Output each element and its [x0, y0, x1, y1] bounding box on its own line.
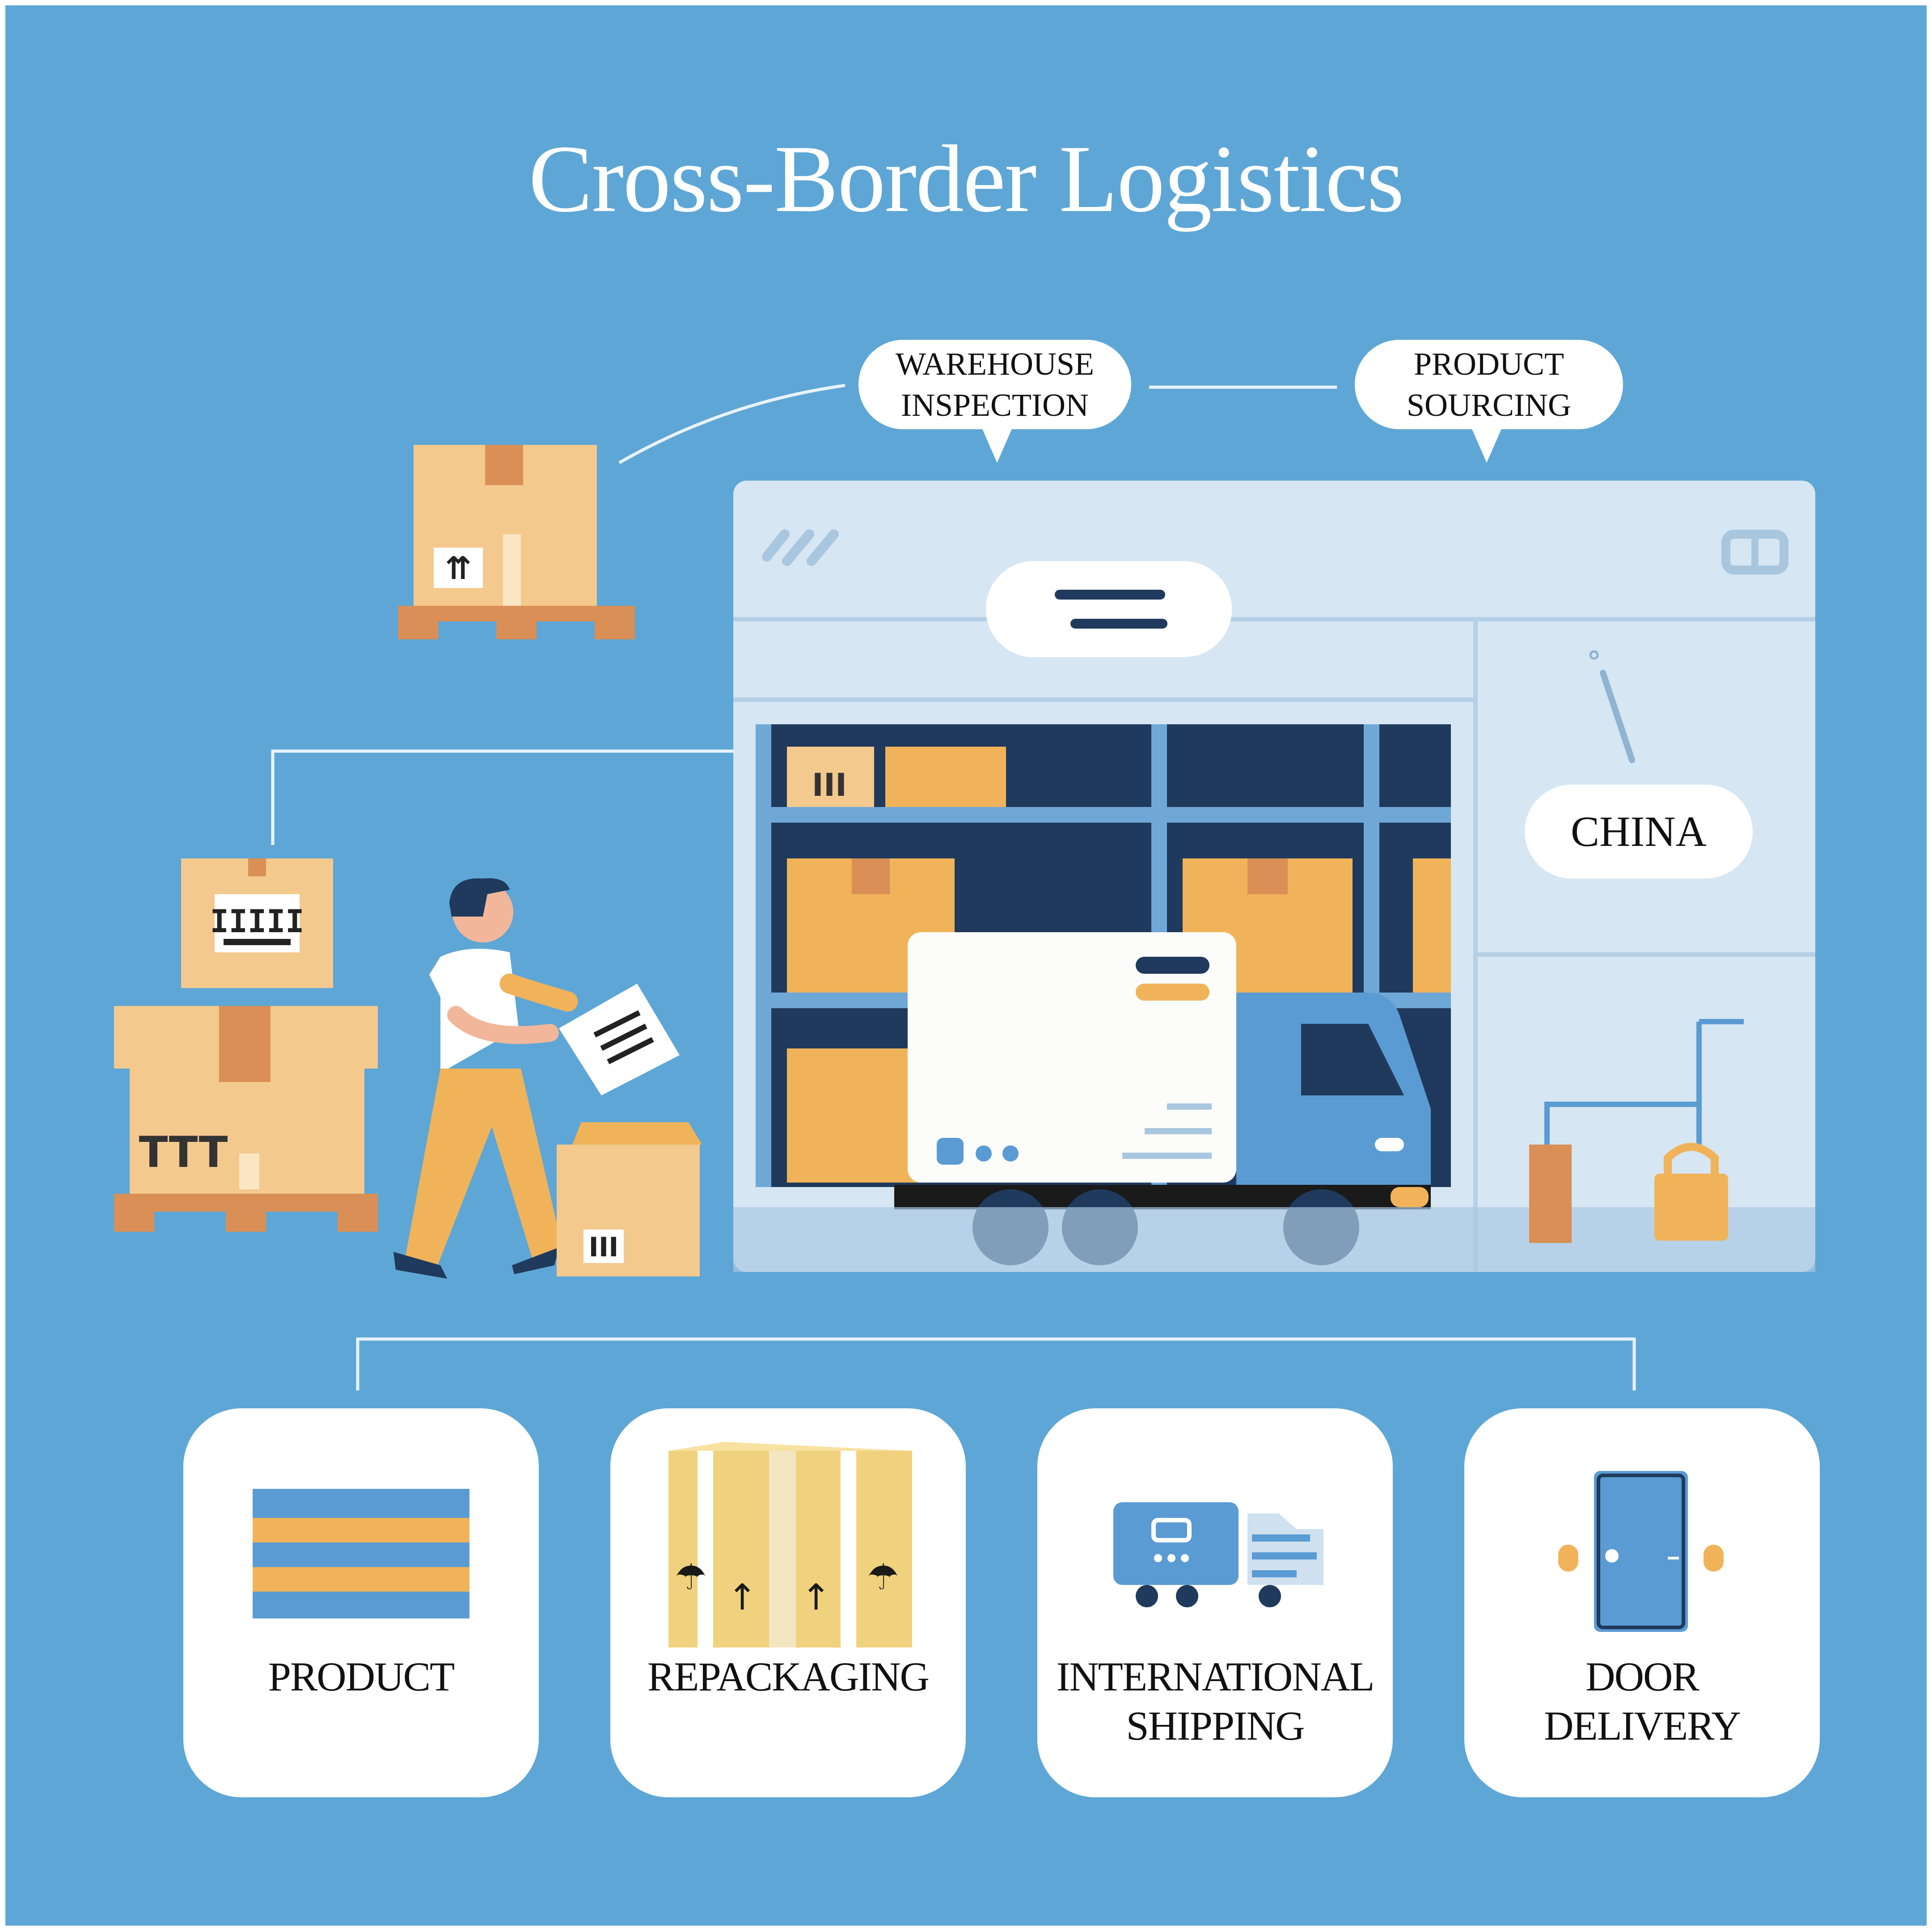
connector-lines: [271, 384, 1636, 1390]
svg-text:III: III: [812, 767, 847, 803]
product-sourcing-label: PRODUCT SOURCING: [1406, 346, 1572, 423]
connector-bracket-cards: [356, 1337, 1636, 1390]
card-product-label: PRODUCT: [268, 1654, 455, 1699]
cardboard-box-icon: ☂ ↑ ↑ ☂: [668, 1442, 912, 1648]
warehouse-building: III: [733, 481, 1815, 1272]
delivery-truck: [894, 932, 1431, 1265]
warehouse-inspection-bubble: [858, 340, 1131, 463]
svg-text:☂: ☂: [675, 1556, 707, 1598]
hand-trolley: [1529, 1019, 1744, 1243]
connector-boxes-to-warehouse: [271, 749, 733, 845]
card-international-shipping-label: INTERNATIONAL SHIPPING: [1056, 1654, 1375, 1749]
svg-text:TTT: TTT: [139, 1128, 228, 1177]
svg-text:↑: ↑: [801, 1576, 831, 1618]
striped-flag-icon: [253, 1489, 469, 1618]
warehouse-worker: III: [393, 878, 702, 1279]
card-door-delivery-label: DOOR DELIVERY: [1544, 1654, 1741, 1749]
sign-pill: [986, 561, 1232, 657]
pallet-box-top: ⇈: [398, 445, 635, 639]
china-bubble: [1525, 785, 1753, 879]
svg-text:⇈: ⇈: [445, 550, 472, 587]
left-box-stack: IIIII TTT: [114, 858, 378, 1232]
vent-icon: [762, 529, 839, 566]
svg-text:↑: ↑: [727, 1576, 757, 1618]
service-cards: ☂ ↑ ↑ ☂: [183, 1408, 1820, 1797]
card-repackaging-label: REPACKAGING: [647, 1654, 930, 1699]
svg-text:☂: ☂: [867, 1556, 899, 1598]
door-icon: [1558, 1471, 1724, 1632]
clipboard-icon: [559, 984, 680, 1095]
china-label: CHINA: [1571, 807, 1707, 855]
svg-text:IIIII: IIIII: [210, 903, 304, 940]
svg-text:III: III: [589, 1232, 619, 1263]
warehouse-inspection-label: WAREHOUSE INSPECTION: [896, 346, 1094, 423]
delivery-truck-icon: [1113, 1502, 1323, 1607]
connector-box-to-inspection: [618, 384, 846, 465]
product-sourcing-bubble: [1355, 340, 1623, 463]
page-title: Cross-Border Logistics: [528, 125, 1404, 232]
floor-box: III: [557, 1122, 702, 1276]
